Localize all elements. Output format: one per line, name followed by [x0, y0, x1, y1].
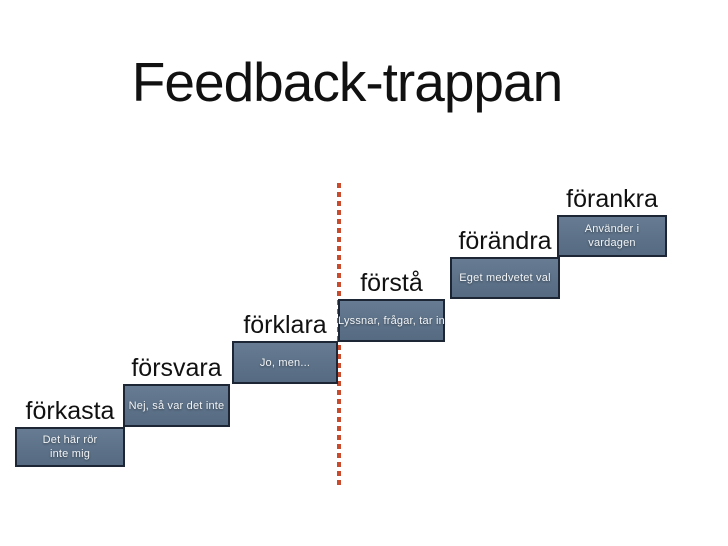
step-description-line: vardagen	[588, 237, 636, 249]
step-description-line: Det här rör	[42, 434, 98, 446]
step-box: Eget medvetet val	[450, 257, 560, 299]
slide-title: Feedback-trappan	[131, 51, 563, 113]
step-label: försvara	[131, 353, 222, 382]
step-box: Jo, men...	[232, 341, 338, 384]
step-box: Använder i vardagen	[557, 215, 667, 257]
step-label: förkasta	[25, 396, 115, 425]
step-label: förstå	[360, 268, 423, 297]
step-label: förankra	[566, 184, 658, 213]
step-description-line: Nej, så var det inte	[128, 399, 225, 412]
step-box: Det här rör inte mig	[15, 427, 125, 467]
step-description-line: Lyssnar, frågar, tar in	[338, 314, 445, 327]
step-description-line: Eget medvetet val	[459, 272, 551, 284]
step-box: Nej, så var det inte	[123, 384, 230, 427]
step-description-line: inte mig	[49, 448, 91, 460]
step-label: förändra	[458, 226, 552, 255]
step-box: Lyssnar, frågar, tar in	[338, 299, 445, 342]
step-description-line: Jo, men...	[259, 356, 311, 369]
step-description-line: Använder i	[584, 223, 640, 235]
step-label: förklara	[243, 310, 327, 339]
